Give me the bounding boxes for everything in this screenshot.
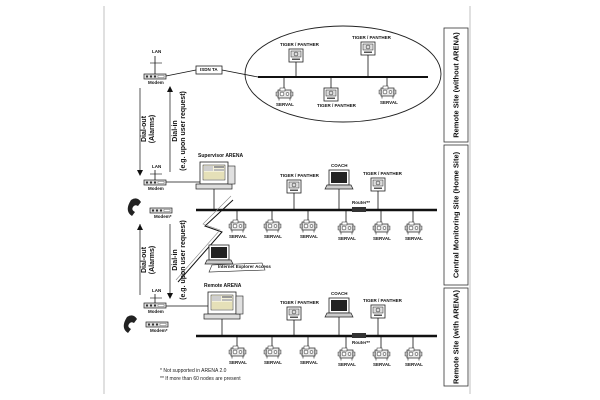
serval-bottom-6-label: SERVAL: [405, 362, 423, 367]
tiger-top-3: [323, 87, 339, 102]
site-label-central: Central Monitoring Site (Home Site): [451, 151, 461, 279]
supervisor-arena-label: Supervisor ARENA: [198, 153, 244, 159]
modem-star-label-bottom: Modem*: [150, 328, 168, 333]
tiger-central-1-label: TIGER / PANTHER: [280, 173, 319, 178]
footnote-1: * Not supported in ARENA 2.0: [160, 368, 227, 374]
coach-bottom-label: COACH: [331, 291, 348, 296]
site-frame-central: [443, 144, 469, 286]
serval-central-4: [337, 221, 356, 235]
remote-arena-pc: [203, 291, 244, 320]
serval-bottom-2: [263, 345, 282, 359]
serval-central-5-label: SERVAL: [373, 236, 391, 241]
modem-top: [143, 73, 167, 80]
modem-central: [143, 179, 167, 186]
tiger-bottom-2: [370, 304, 386, 319]
coach-laptop-bottom: [324, 297, 354, 318]
footnote-2: ** If more than 60 nodes are present: [160, 376, 241, 382]
lightning-bolt-shadow: [175, 195, 232, 281]
tiger-top-2-label: TIGER / PANTHER: [352, 35, 391, 40]
dialout-top-label: Dial-out(Alarms): [140, 114, 156, 144]
serval-central-2-label: SERVAL: [264, 234, 282, 239]
supervisor-arena-pc: [195, 161, 236, 190]
dialin-bottom-arrowhead: [167, 293, 173, 299]
serval-central-3: [299, 219, 318, 233]
internet-explorer-laptop: [204, 244, 234, 265]
router-bottom-label: Router**: [352, 340, 371, 345]
modem-star-bottom: [145, 321, 169, 328]
serval-bottom-3: [299, 345, 318, 359]
dialout-bottom-arrowhead: [137, 224, 143, 230]
modem-to-isdn-line: [165, 69, 197, 77]
phone-icon-central: [127, 198, 141, 216]
serval-central-4-label: SERVAL: [338, 236, 356, 241]
isdn-label: ISDN TA: [200, 67, 218, 72]
dialin-top-label: Dial-in(e.g. upon user request): [171, 91, 187, 171]
serval-bottom-6: [404, 347, 423, 361]
site-frame-remote-no-arena: [443, 27, 469, 143]
site-label-remote-no-arena: Remote Site (without ARENA): [451, 32, 461, 138]
coach-central-label: COACH: [331, 163, 348, 168]
site-label-remote-arena: Remote Site (with ARENA): [451, 290, 461, 384]
lightning-bolt: [177, 199, 234, 283]
serval-top-2-label: SERVAL: [380, 100, 398, 105]
modem-star-label-central: Modem*: [154, 214, 172, 219]
router-bottom: [352, 333, 366, 338]
modem-star-central: [149, 207, 173, 214]
tiger-bottom-1: [286, 306, 302, 321]
tiger-central-1: [286, 179, 302, 194]
coach-laptop-central: [324, 169, 354, 190]
internet-explorer-banner: [208, 262, 266, 273]
serval-bottom-5: [372, 347, 391, 361]
lan-label-bottom: LAN: [152, 288, 162, 293]
site-frame-remote-arena: [443, 287, 469, 387]
serval-bottom-1-label: SERVAL: [229, 360, 247, 365]
serval-central-5: [372, 221, 391, 235]
serval-central-1: [228, 219, 247, 233]
serval-central-6-label: SERVAL: [405, 236, 423, 241]
lan-label-top: LAN: [152, 49, 162, 54]
serval-central-1-label: SERVAL: [229, 234, 247, 239]
modem-bottom: [143, 302, 167, 309]
dialout-bottom-label: Dial-out(Alarms): [140, 245, 156, 275]
dialin-top-arrowhead: [167, 86, 173, 92]
serval-bottom-5-label: SERVAL: [373, 362, 391, 367]
serval-central-2: [263, 219, 282, 233]
serval-central-6: [404, 221, 423, 235]
modem-label-bottom: Modem: [148, 309, 164, 314]
remote-arena-label: Remote ARENA: [204, 283, 242, 289]
router-central-label: Router**: [352, 200, 371, 205]
serval-bottom-3-label: SERVAL: [300, 360, 318, 365]
tiger-top-2: [360, 41, 376, 56]
lan-label-central: LAN: [152, 164, 162, 169]
tiger-central-2: [370, 177, 386, 192]
modem-label-top: Modem: [148, 80, 164, 85]
modem-label-central: Modem: [148, 186, 164, 191]
tiger-bottom-1-label: TIGER / PANTHER: [280, 300, 319, 305]
serval-central-3-label: SERVAL: [300, 234, 318, 239]
tiger-top-1-label: TIGER / PANTHER: [280, 42, 319, 47]
phone-icon-bottom: [123, 315, 137, 333]
tiger-central-2-label: TIGER / PANTHER: [363, 171, 402, 176]
serval-bottom-4-label: SERVAL: [338, 362, 356, 367]
serval-bottom-4: [337, 347, 356, 361]
tiger-bottom-2-label: TIGER / PANTHER: [363, 298, 402, 303]
router-central: [352, 207, 366, 212]
dialin-bottom-label: Dial-in(e.g. upon user request): [171, 220, 187, 300]
serval-bottom-2-label: SERVAL: [264, 360, 282, 365]
tiger-top-1: [288, 48, 304, 63]
serval-top-1-label: SERVAL: [276, 102, 294, 107]
isdn-to-bus-line: [221, 69, 259, 78]
serval-bottom-1: [228, 345, 247, 359]
tiger-top-3-label: TIGER / PANTHER: [317, 103, 356, 108]
dialout-top-arrowhead: [137, 170, 143, 176]
internet-explorer-label: Internet Explorer Access: [218, 264, 271, 269]
